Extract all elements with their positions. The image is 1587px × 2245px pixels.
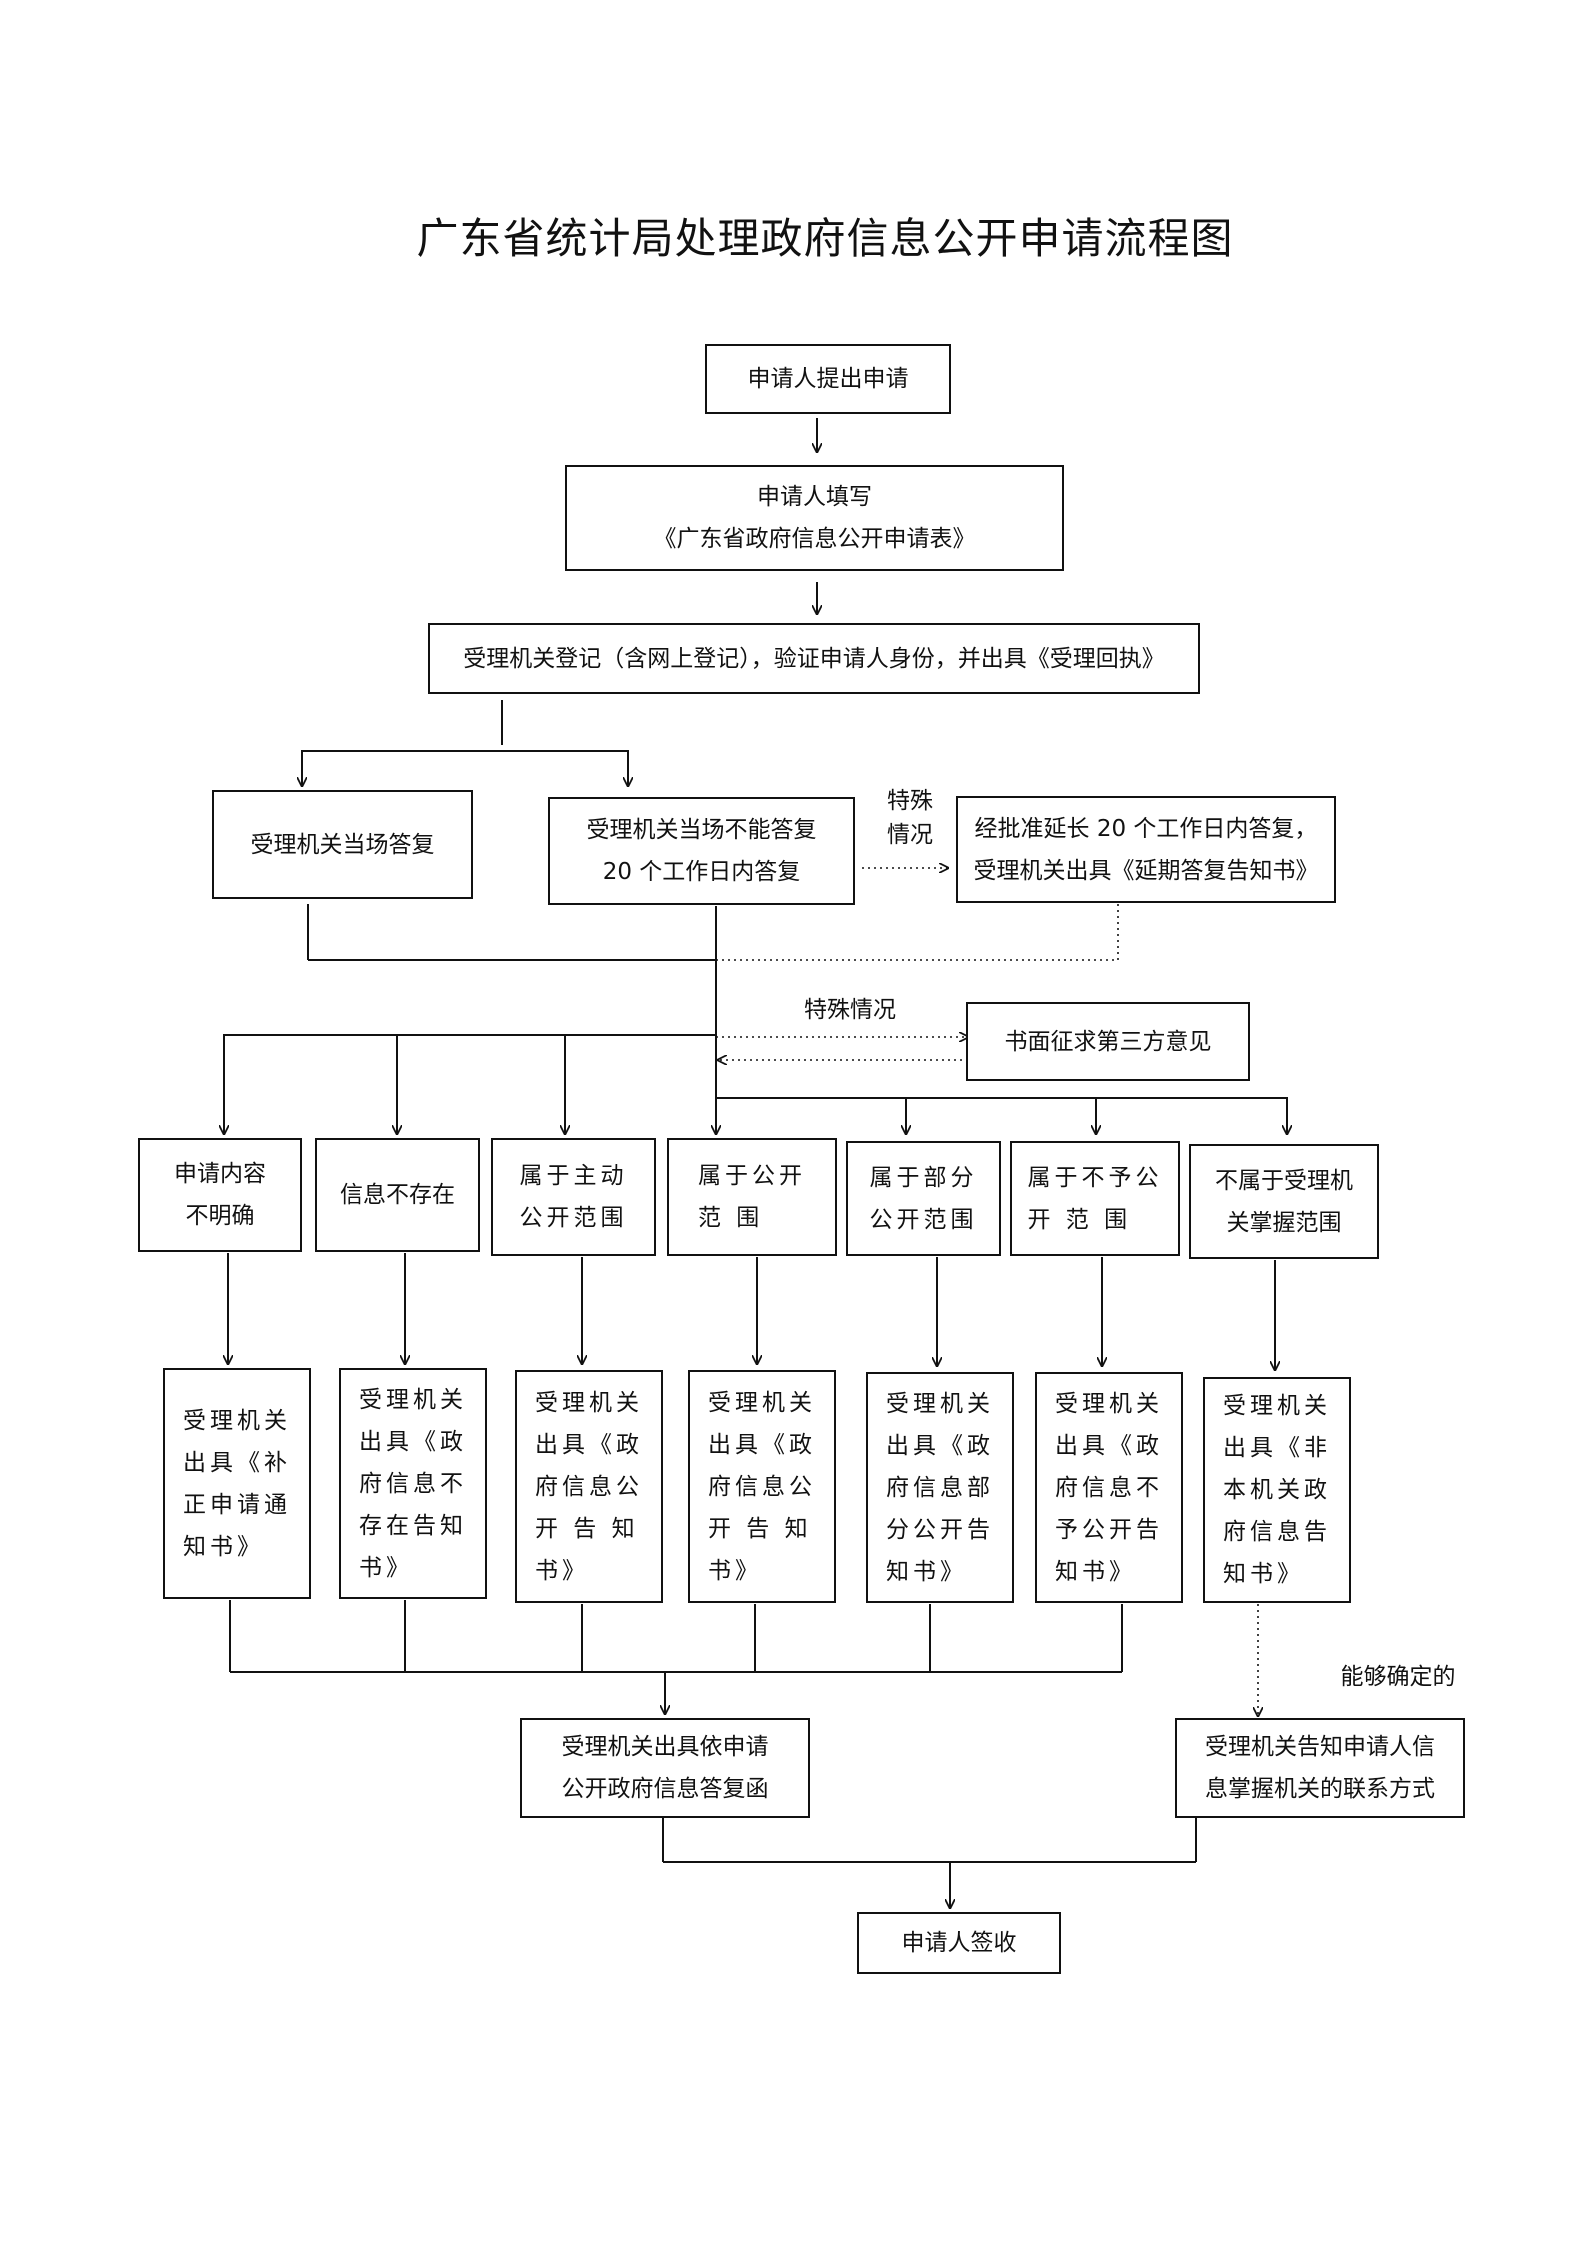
outcome-supplement-text: 受理机关 出具《补 正申请通 知书》 <box>183 1407 291 1560</box>
register-box: 受理机关登记（含网上登记），验证申请人身份，并出具《受理回执》 <box>428 623 1200 694</box>
reply-letter-text: 受理机关出具依申请 公开政府信息答复函 <box>561 1734 769 1802</box>
category-not-exist-text: 信息不存在 <box>340 1182 455 1208</box>
category-unclear-box: 申请内容 不明确 <box>138 1138 302 1252</box>
third-party-text: 书面征求第三方意见 <box>1004 1028 1212 1055</box>
outcome-public-box: 受理机关 出具《政 府信息公 开 告 知 书》 <box>688 1370 836 1603</box>
reply-letter-box: 受理机关出具依申请 公开政府信息答复函 <box>520 1718 810 1818</box>
category-partial-box: 属于部分 公开范围 <box>846 1141 1001 1256</box>
category-not-held-box: 不属于受理机 关掌握范围 <box>1189 1144 1379 1259</box>
sign-text: 申请人签收 <box>901 1930 1017 1956</box>
reply-20-days-box: 受理机关当场不能答复 20 个工作日内答复 <box>548 797 855 905</box>
special-case-label-2: 特殊情况 <box>804 997 896 1023</box>
outcome-not-held-text: 受理机关 出具《非 本机关政 府信息告 知书》 <box>1223 1393 1331 1587</box>
category-public-box: 属于公开 范 围 <box>667 1138 837 1256</box>
outcome-not-public-text: 受理机关 出具《政 府信息不 予公开告 知书》 <box>1055 1390 1163 1585</box>
special-case-label-1: 特殊 情况 <box>887 788 933 848</box>
outcome-not-exist-box: 受理机关 出具《政 府信息不 存在告知 书》 <box>339 1368 487 1599</box>
category-not-public-box: 属于不予公 开 范 围 <box>1010 1141 1180 1256</box>
category-partial-text: 属于部分 公开范围 <box>869 1164 978 1233</box>
apply-box: 申请人提出申请 <box>705 344 951 414</box>
category-not-public-text: 属于不予公 开 范 围 <box>1027 1164 1163 1233</box>
fill-form-box: 申请人填写 《广东省政府信息公开申请表》 <box>565 465 1064 571</box>
category-active-text: 属于主动 公开范围 <box>519 1163 628 1231</box>
category-public-text: 属于公开 范 围 <box>698 1163 806 1231</box>
determinable-label: 能够确定的 <box>1340 1664 1456 1690</box>
outcome-active-box: 受理机关 出具《政 府信息公 开 告 知 书》 <box>515 1370 663 1603</box>
outcome-partial-text: 受理机关 出具《政 府信息部 分公开告 知书》 <box>886 1390 994 1585</box>
outcome-public-text: 受理机关 出具《政 府信息公 开 告 知 书》 <box>708 1389 816 1584</box>
apply-text: 申请人提出申请 <box>747 366 909 392</box>
category-not-held-text: 不属于受理机 关掌握范围 <box>1215 1167 1353 1236</box>
extension-text: 经批准延长 20 个工作日内答复， 受理机关出具《延期答复告知书》 <box>973 815 1319 884</box>
outcome-not-held-box: 受理机关 出具《非 本机关政 府信息告 知书》 <box>1203 1377 1351 1603</box>
reply-on-spot-text: 受理机关当场答复 <box>250 831 435 858</box>
outcome-not-exist-text: 受理机关 出具《政 府信息不 存在告知 书》 <box>359 1386 467 1581</box>
category-active-box: 属于主动 公开范围 <box>491 1138 656 1256</box>
outcome-active-text: 受理机关 出具《政 府信息公 开 告 知 书》 <box>535 1389 643 1584</box>
outcome-not-public-box: 受理机关 出具《政 府信息不 予公开告 知书》 <box>1035 1372 1183 1603</box>
reply-20-days-text: 受理机关当场不能答复 20 个工作日内答复 <box>586 817 817 885</box>
outcome-supplement-box: 受理机关 出具《补 正申请通 知书》 <box>163 1368 311 1599</box>
notify-contact-box: 受理机关告知申请人信 息掌握机关的联系方式 <box>1175 1718 1465 1818</box>
extension-box: 经批准延长 20 个工作日内答复， 受理机关出具《延期答复告知书》 <box>956 796 1336 903</box>
sign-box: 申请人签收 <box>857 1912 1061 1974</box>
notify-contact-text: 受理机关告知申请人信 息掌握机关的联系方式 <box>1205 1734 1435 1802</box>
fill-form-text: 申请人填写 《广东省政府信息公开申请表》 <box>653 484 976 552</box>
outcome-partial-box: 受理机关 出具《政 府信息部 分公开告 知书》 <box>866 1372 1014 1603</box>
third-party-box: 书面征求第三方意见 <box>966 1002 1250 1081</box>
page-title: 广东省统计局处理政府信息公开申请流程图 <box>416 214 1234 263</box>
category-not-exist-box: 信息不存在 <box>315 1138 480 1252</box>
category-unclear-text: 申请内容 不明确 <box>174 1161 266 1229</box>
register-text: 受理机关登记（含网上登记），验证申请人身份，并出具《受理回执》 <box>463 645 1165 672</box>
reply-on-spot-box: 受理机关当场答复 <box>212 790 473 899</box>
